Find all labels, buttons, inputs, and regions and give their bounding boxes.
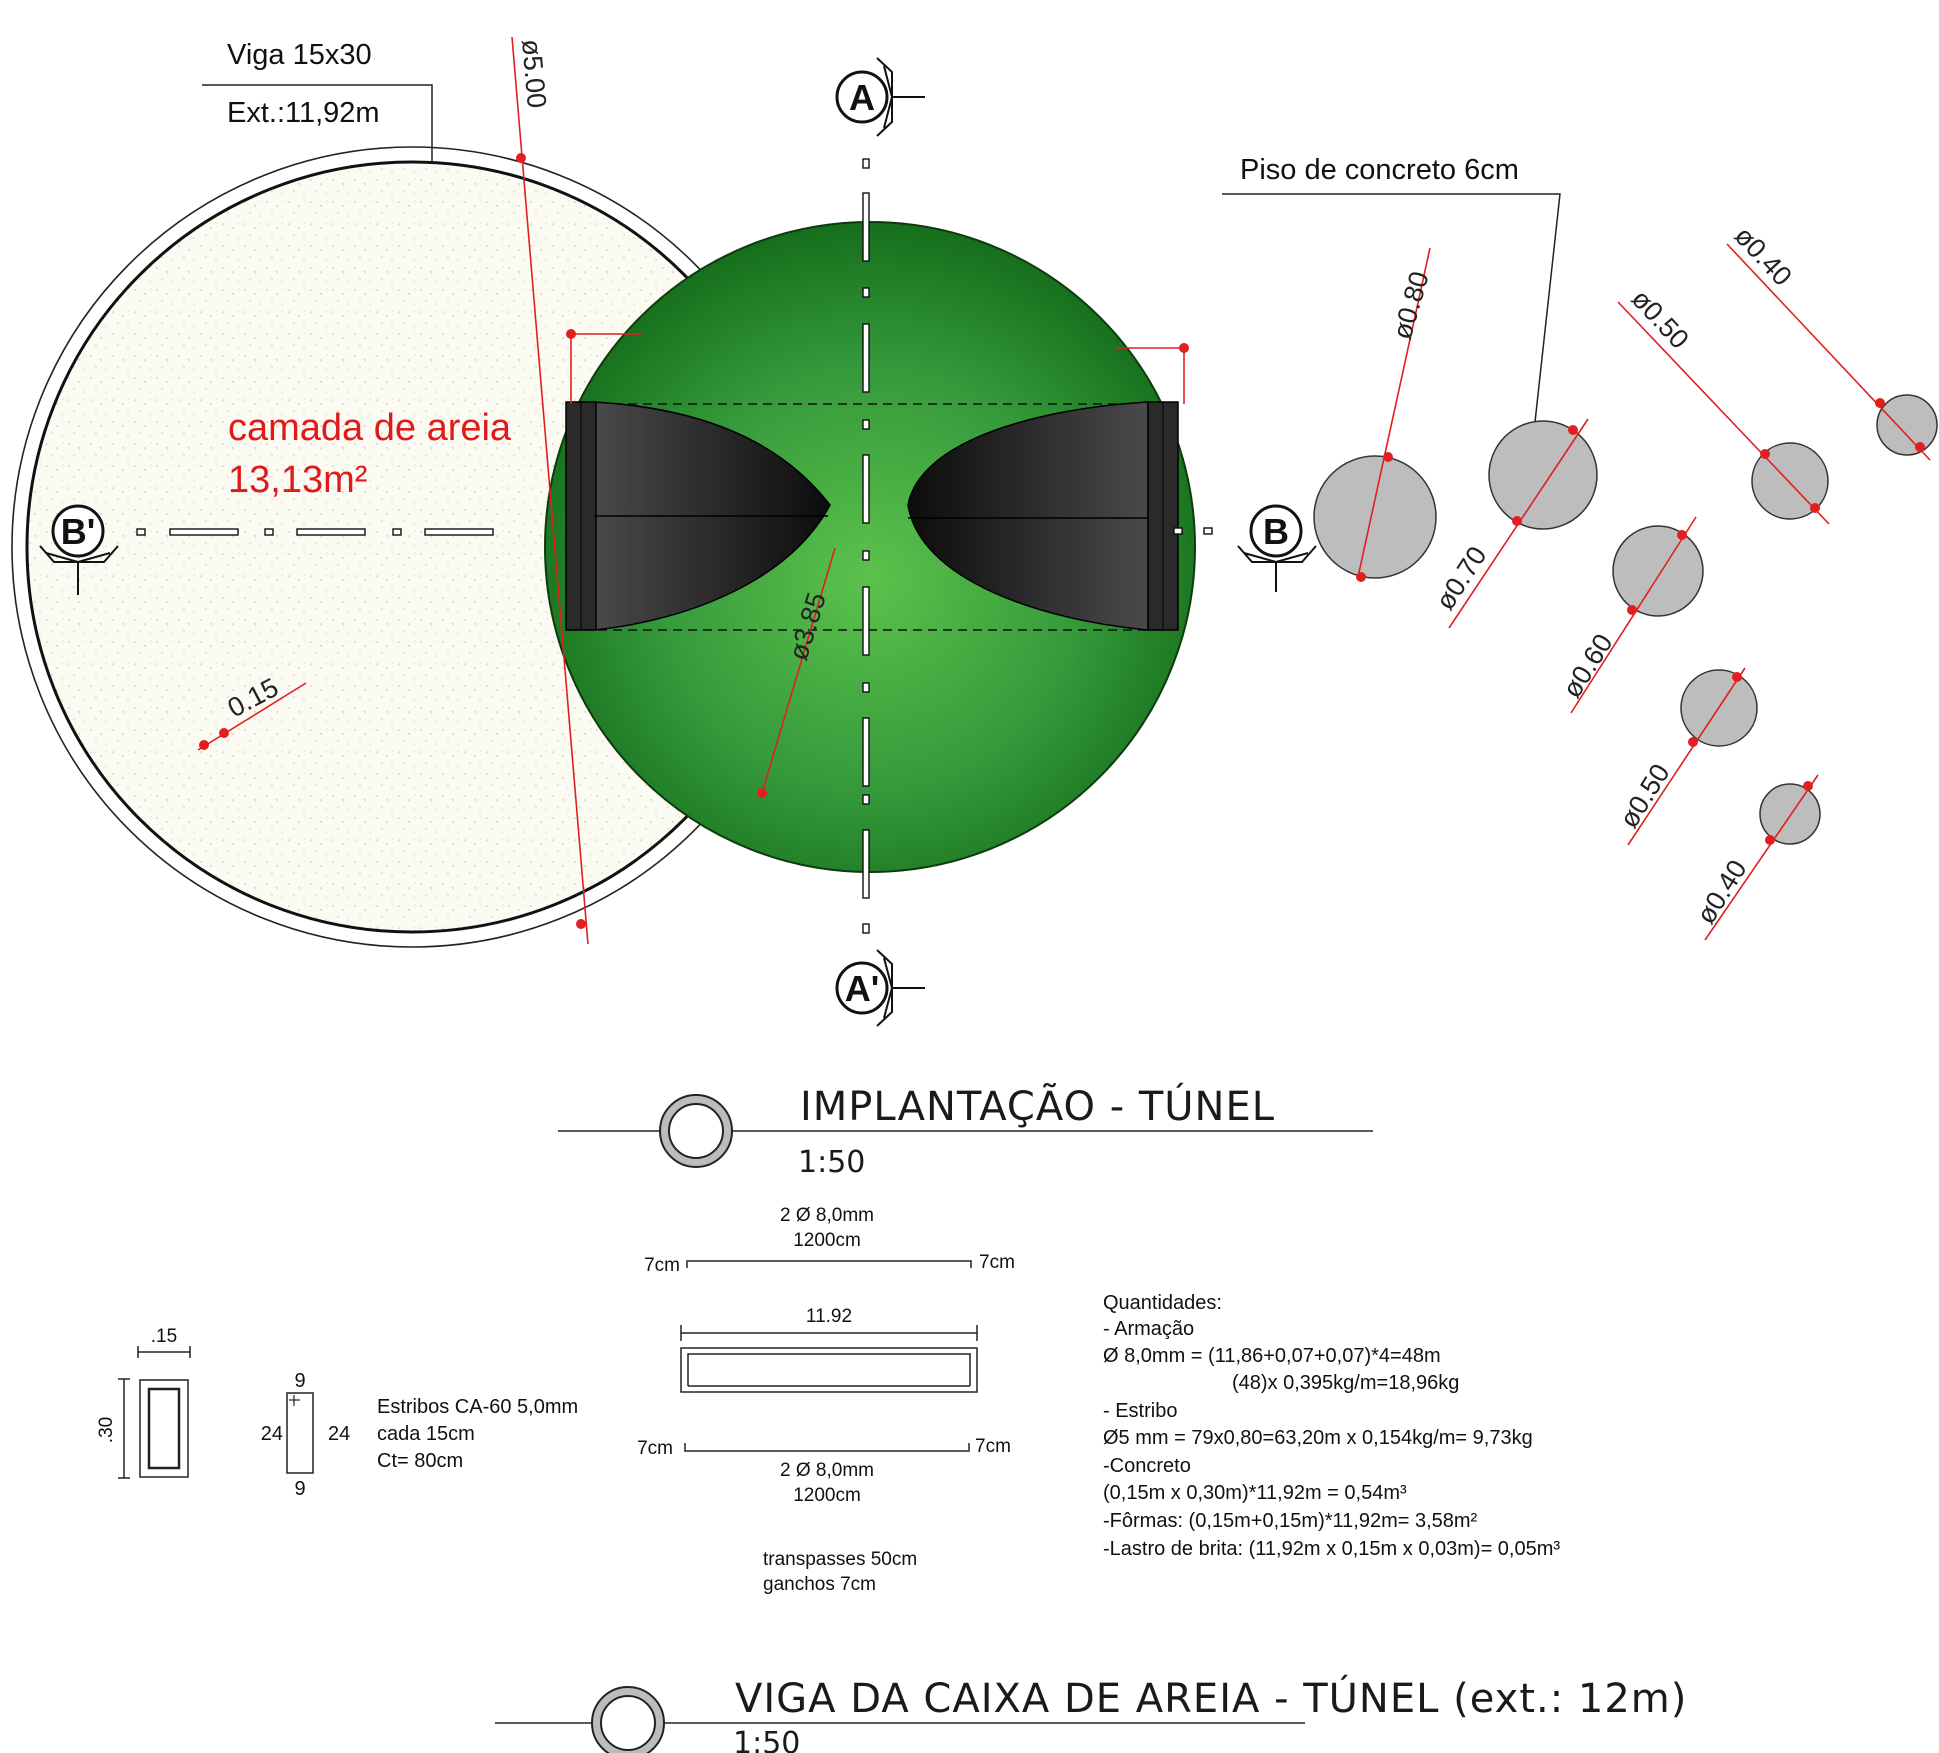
note-hooks: ganchos 7cm	[763, 1574, 876, 1595]
beam-elevation	[680, 1347, 978, 1393]
top-bar-line	[686, 1260, 972, 1268]
beam-cross-section: .15 .30	[96, 1326, 191, 1479]
section-marker-b-left: B'	[39, 504, 119, 595]
quantities-line-0: Quantidades:	[1103, 1292, 1222, 1314]
stirrup-spec-line-3: Ct= 80cm	[377, 1450, 463, 1472]
post-6: ø0.50	[1614, 667, 1758, 846]
note-overlap: transpasses 50cm	[763, 1549, 917, 1570]
quantities-line-5: Ø5 mm = 79x0,80=63,20m x 0,154kg/m= 9,73…	[1103, 1427, 1533, 1449]
outer-diameter-point-bottom	[576, 919, 586, 929]
beam-longitudinal-detail: 2 Ø 8,0mm 1200cm 7cm 7cm 11.92 7cm 7cm 2…	[637, 1205, 1015, 1595]
beam-scale: 1:50	[733, 1726, 800, 1753]
quantities-line-9: -Lastro de brita: (11,92m x 0,15m x 0,03…	[1103, 1538, 1560, 1560]
tunnel-dim-left-point	[566, 329, 576, 339]
stirrup-right-label: 24	[328, 1423, 350, 1445]
post-3-label: ø0.50	[1626, 284, 1695, 355]
floor-label: Piso de concreto 6cm	[1240, 154, 1519, 186]
plan-view: A A' B' B Viga 15x30 Ext.:11,92m	[11, 36, 1938, 1027]
tunnel-diameter-point	[757, 788, 767, 798]
bottom-bar-length: 1200cm	[793, 1485, 861, 1506]
bottom-bar-hook-left: 7cm	[637, 1438, 673, 1459]
beam-height-label: .30	[96, 1417, 117, 1443]
beam-width-label: .15	[151, 1326, 177, 1347]
section-axis-b	[136, 527, 1213, 536]
post-6-label: ø0.50	[1614, 759, 1676, 833]
quantities-line-1: - Armação	[1103, 1318, 1194, 1340]
post-7-label: ø0.40	[1691, 855, 1753, 929]
post-5-label: ø0.60	[1557, 629, 1619, 703]
top-bar-hook-left: 7cm	[644, 1255, 680, 1276]
bottom-bar-hook-right: 7cm	[975, 1436, 1011, 1457]
floor-label-leader	[1222, 193, 1561, 423]
beam-length-label: Ext.:11,92m	[227, 97, 380, 129]
wall-thickness-point-inner	[219, 728, 229, 738]
post-1: ø0.80	[1313, 247, 1437, 582]
outer-diameter-label: ø5.00	[516, 38, 552, 109]
section-marker-b-right: B	[1237, 504, 1317, 592]
tunnel-entrance-left	[565, 401, 831, 631]
beam-title-block: VIGA DA CAIXA DE AREIA - TÚNEL (ext.: 12…	[495, 1674, 1687, 1753]
plan-title-block: IMPLANTAÇÃO - TÚNEL 1:50	[558, 1082, 1373, 1180]
plan-title: IMPLANTAÇÃO - TÚNEL	[800, 1082, 1275, 1130]
post-1-label: ø0.80	[1387, 268, 1435, 343]
post-4: ø0.40	[1726, 221, 1938, 461]
sand-label-line-1: camada de areia	[228, 407, 512, 449]
stirrup-spec-line-1: Estribos CA-60 5,0mm	[377, 1396, 578, 1418]
beam-title: VIGA DA CAIXA DE AREIA - TÚNEL (ext.: 12…	[735, 1674, 1687, 1722]
stirrup-spec-line-2: cada 15cm	[377, 1423, 475, 1445]
stirrup-left-label: 24	[261, 1423, 283, 1445]
wall-thickness-point-outer	[199, 740, 209, 750]
stirrup-top-label: 9	[294, 1370, 305, 1392]
stirrup-detail: 9 9 24 24 Estribos CA-60 5,0mm cada 15cm…	[261, 1370, 578, 1500]
beam-label-leader	[202, 84, 433, 163]
quantities-line-7: (0,15m x 0,30m)*11,92m = 0,54m³	[1103, 1482, 1407, 1504]
wall-thickness-line	[197, 682, 307, 751]
section-label-a-prime: A'	[845, 968, 880, 1009]
quantities-block: Quantidades: - Armação Ø 8,0mm = (11,86+…	[1103, 1292, 1560, 1560]
section-label-b: B	[1263, 511, 1289, 552]
quantities-line-6: -Concreto	[1103, 1455, 1191, 1477]
beam-label: Viga 15x30	[227, 39, 372, 71]
post-2-label: ø0.70	[1430, 541, 1493, 615]
outer-diameter-point-top	[516, 153, 526, 163]
bottom-bar-count: 2 Ø 8,0mm	[780, 1460, 874, 1481]
section-label-a: A	[849, 77, 875, 118]
section-axis-a	[862, 158, 870, 934]
stirrup-bottom-label: 9	[294, 1478, 305, 1500]
section-label-b-prime: B'	[61, 511, 96, 552]
outer-diameter-line	[511, 36, 589, 945]
top-bar-length: 1200cm	[793, 1230, 861, 1251]
sand-label-line-2: 13,13m²	[228, 459, 367, 501]
quantities-line-8: -Fôrmas: (0,15m+0,15m)*11,92m= 3,58m²	[1103, 1510, 1478, 1532]
section-marker-a-top: A	[835, 57, 925, 137]
post-7: ø0.40	[1691, 774, 1821, 941]
top-bar-hook-right: 7cm	[979, 1252, 1015, 1273]
tunnel-entrance-right	[907, 401, 1179, 631]
tunnel-dome	[544, 221, 1196, 873]
tunnel-diameter-line	[761, 547, 836, 794]
section-marker-a-bottom: A'	[835, 949, 925, 1027]
tunnel-dim-right-point	[1179, 343, 1189, 353]
plan-scale: 1:50	[798, 1145, 865, 1180]
post-2: ø0.70	[1430, 418, 1598, 629]
quantities-line-2: Ø 8,0mm = (11,86+0,07+0,07)*4=48m	[1103, 1345, 1441, 1367]
quantities-line-4: - Estribo	[1103, 1400, 1177, 1422]
beam-length-value: 11.92	[806, 1306, 852, 1327]
post-5: ø0.60	[1557, 516, 1704, 714]
top-bar-count: 2 Ø 8,0mm	[780, 1205, 874, 1226]
quantities-line-3: (48)x 0,395kg/m=18,96kg	[1232, 1372, 1459, 1394]
bottom-bar-line	[684, 1443, 970, 1452]
